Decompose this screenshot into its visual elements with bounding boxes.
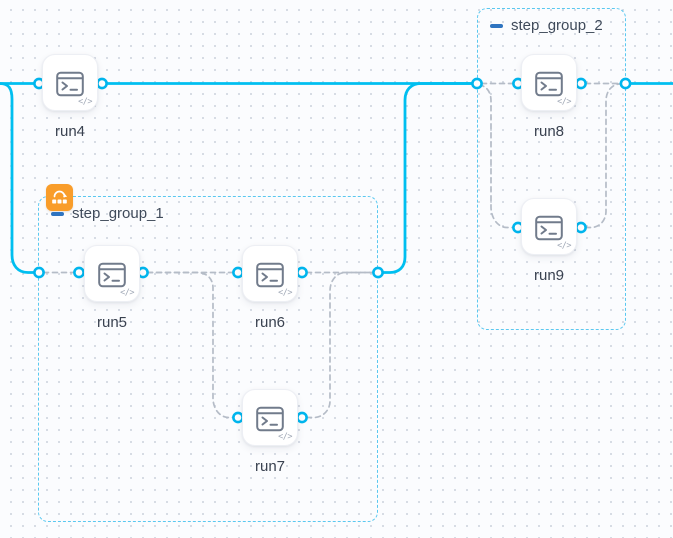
port-run6-out[interactable] <box>296 266 308 279</box>
group-title: step_group_2 <box>511 17 603 34</box>
loop-badge-glyph <box>52 190 68 204</box>
terminal-icon <box>256 406 284 432</box>
node-run8[interactable]: </> <box>521 54 577 111</box>
code-icon: </> <box>278 288 292 298</box>
port-run4-out[interactable] <box>96 77 108 90</box>
node-run6[interactable]: </> <box>242 245 298 302</box>
node-label: run8 <box>533 123 565 140</box>
edge-step-group-1-step-group-2 <box>381 82 474 274</box>
terminal-icon <box>256 262 284 288</box>
node-label: run6 <box>254 314 286 331</box>
group-title: step_group_1 <box>72 205 164 222</box>
code-icon: </> <box>557 241 571 251</box>
edge-start-step-group-1 <box>0 82 36 274</box>
port-run9-out[interactable] <box>575 221 587 234</box>
edge-g2in-run9 <box>478 83 515 229</box>
code-icon: </> <box>278 432 292 442</box>
port-step-group-2-in[interactable] <box>471 77 483 90</box>
node-run9[interactable]: </> <box>521 198 577 255</box>
port-run5-in[interactable] <box>73 266 85 279</box>
group-step-group-1: step_group_1 <box>38 184 378 522</box>
collapse-icon[interactable] <box>490 24 503 28</box>
edge-run9-g2out <box>584 83 622 229</box>
node-label: run7 <box>254 458 286 475</box>
node-label: run9 <box>533 267 565 284</box>
port-step-group-1-out[interactable] <box>372 266 384 279</box>
terminal-icon <box>535 215 563 241</box>
code-icon: </> <box>78 97 92 107</box>
collapse-icon[interactable] <box>51 212 64 216</box>
code-icon: </> <box>120 288 134 298</box>
terminal-icon <box>535 71 563 97</box>
port-step-group-1-in[interactable] <box>33 266 45 279</box>
edge-run5-run7 <box>146 271 235 419</box>
group-step-group-2: step_group_2 <box>477 8 626 330</box>
terminal-icon <box>98 262 126 288</box>
terminal-icon <box>56 71 84 97</box>
port-run8-out[interactable] <box>575 77 587 90</box>
node-run5[interactable]: </> <box>84 245 140 302</box>
node-run7[interactable]: </> <box>242 389 298 446</box>
loop-badge-icon[interactable] <box>46 184 73 211</box>
code-icon: </> <box>557 97 571 107</box>
port-run7-out[interactable] <box>296 411 308 424</box>
node-label: run5 <box>96 314 128 331</box>
node-run4[interactable]: </> <box>42 54 98 111</box>
node-label: run4 <box>54 123 86 140</box>
port-step-group-2-out[interactable] <box>619 77 632 90</box>
edge-run7-g1out <box>305 271 375 419</box>
